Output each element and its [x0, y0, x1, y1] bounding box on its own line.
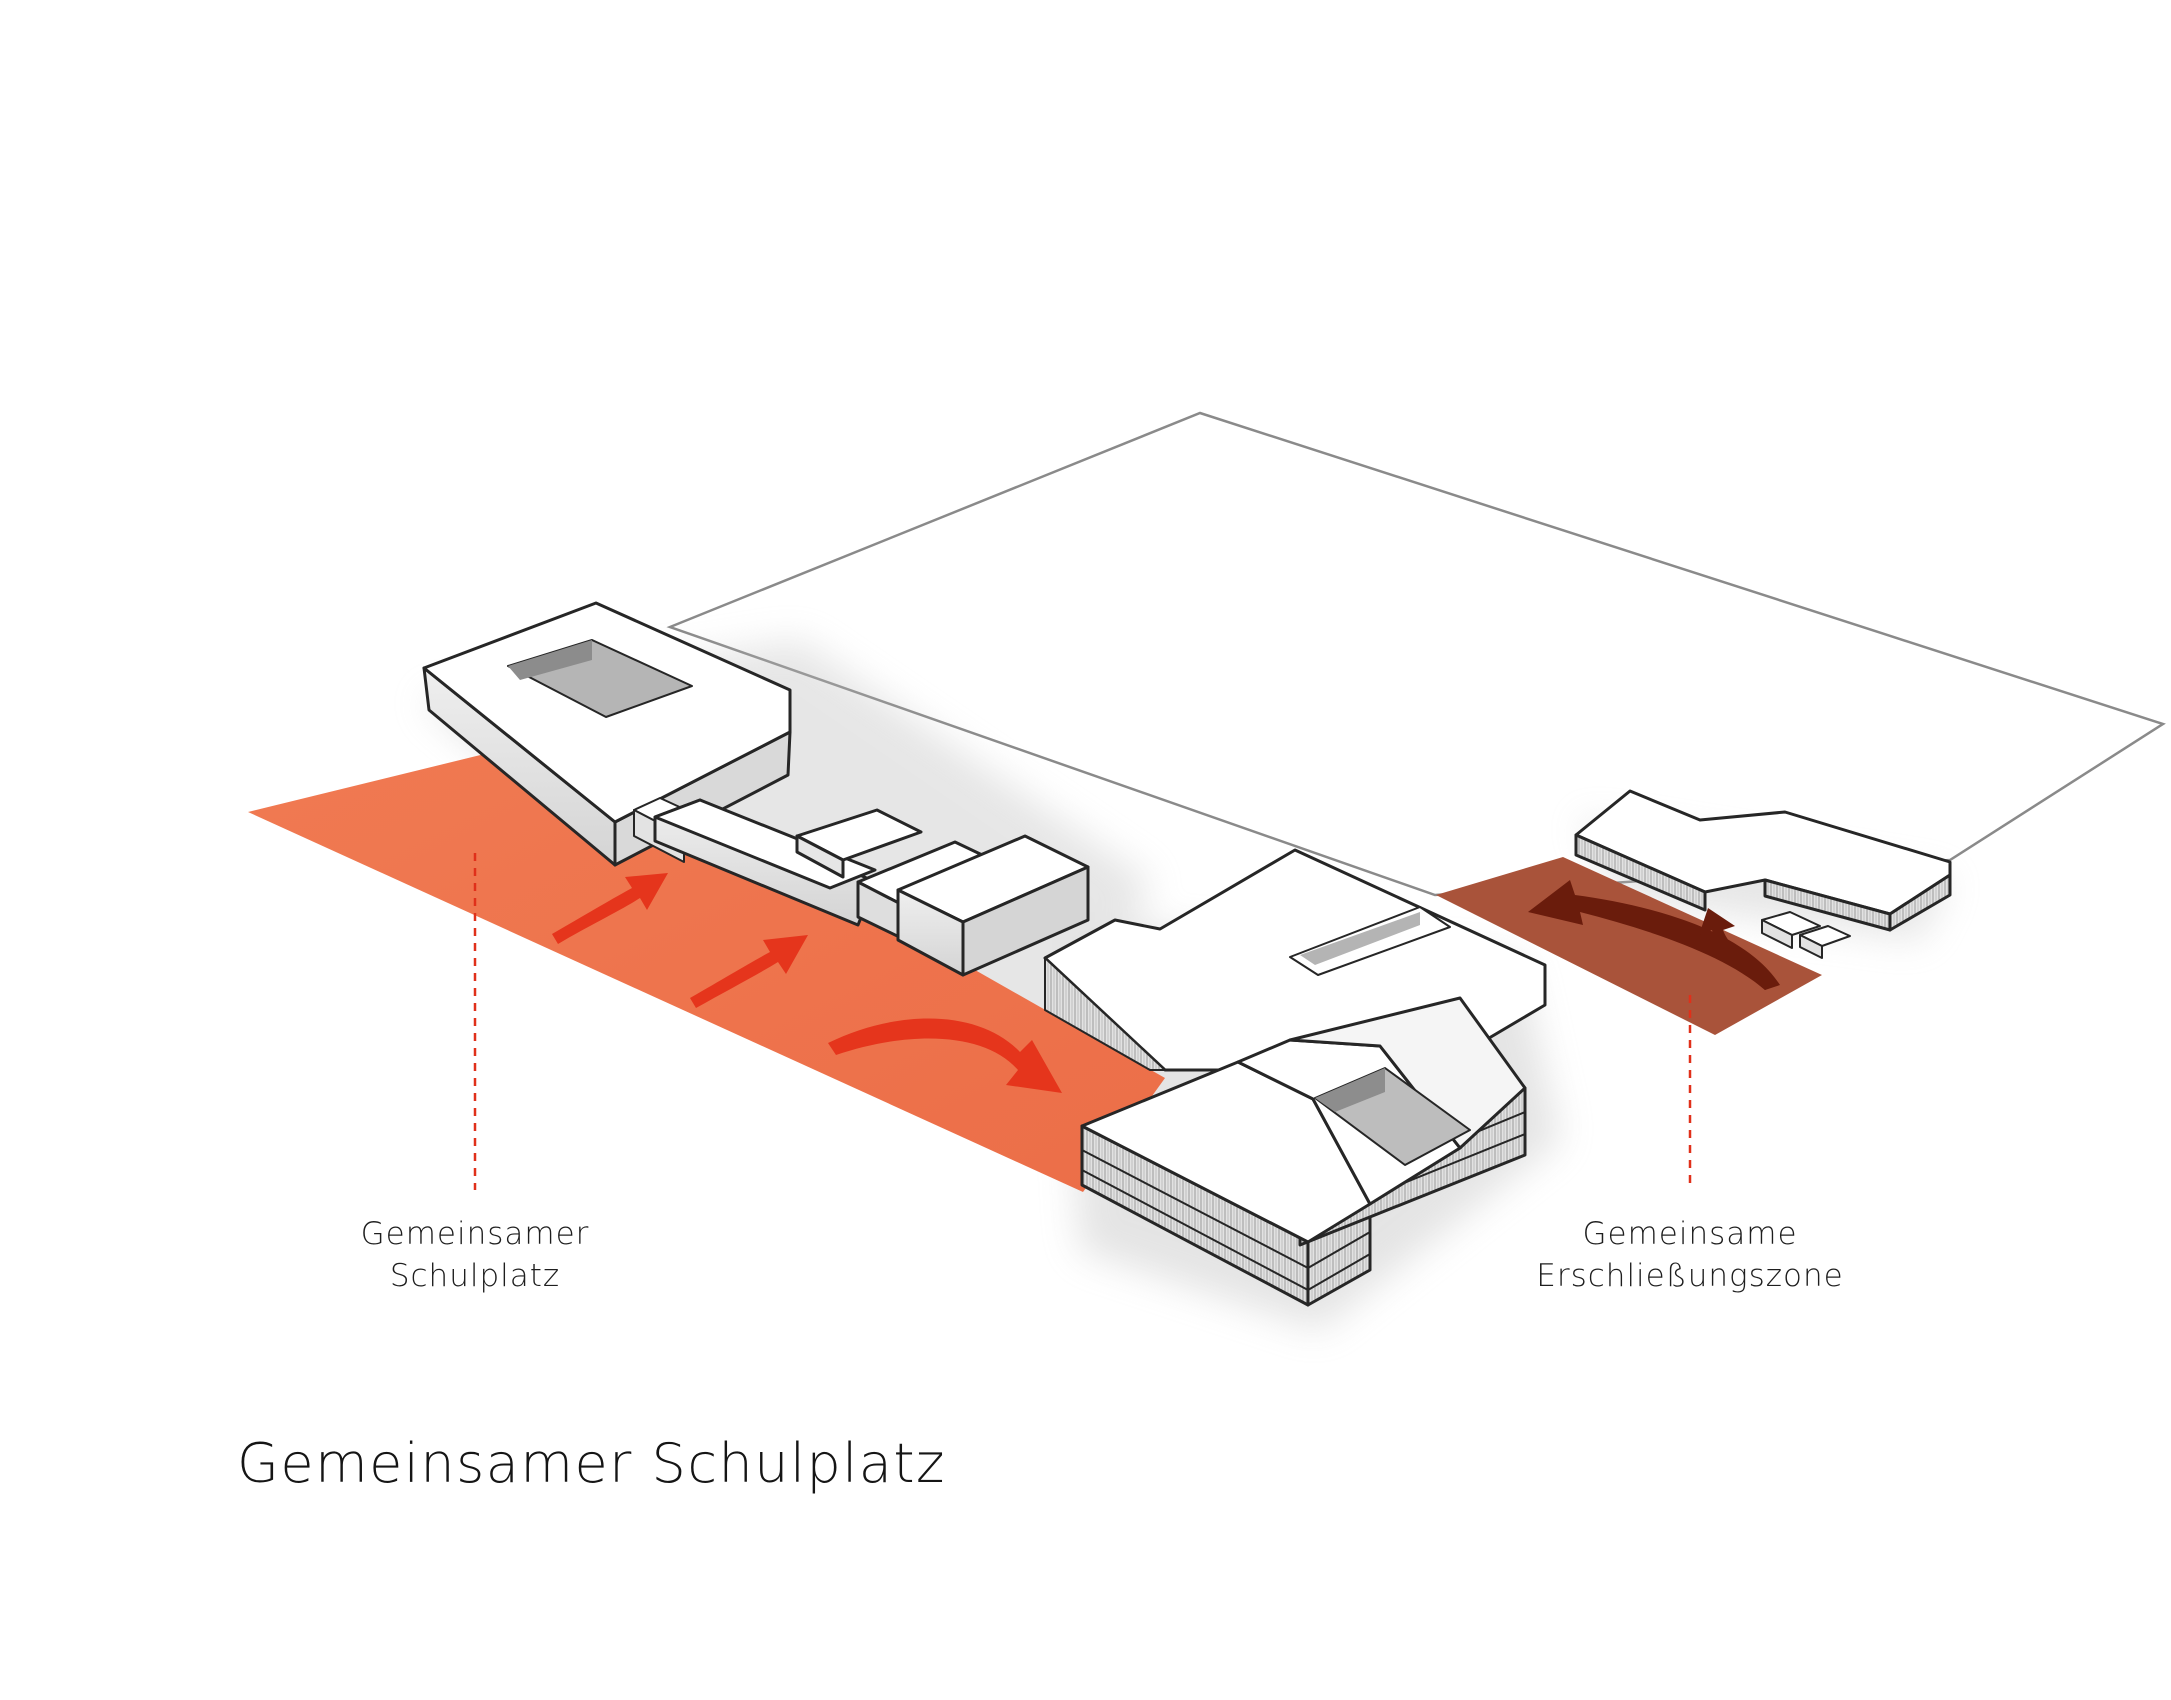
building-wing — [633, 797, 1090, 977]
arrow-erschliessung-curved — [1528, 880, 1780, 990]
label-schulplatz: Gemeinsamer Schulplatz — [340, 1213, 610, 1297]
label-erschliessungszone: Gemeinsame Erschließungszone — [1520, 1213, 1860, 1297]
arrow-schulplatz-2 — [690, 935, 808, 1008]
label-schulplatz-line-1: Gemeinsamer — [360, 1216, 590, 1252]
arrow-schulplatz-curved — [828, 1018, 1062, 1093]
diagram-title: Gemeinsamer Schulplatz — [237, 1432, 946, 1495]
label-schulplatz-line-2: Schulplatz — [389, 1258, 561, 1294]
label-erschliessungszone-line-1: Gemeinsame — [1582, 1216, 1798, 1252]
building-right-group — [1574, 789, 1952, 959]
label-erschliessungszone-line-2: Erschließungszone — [1536, 1258, 1844, 1294]
building-main — [1043, 848, 1547, 1307]
schulplatz-zone — [248, 735, 1165, 1192]
erschliessung-zone — [1436, 857, 1822, 1035]
arrow-schulplatz-1 — [552, 873, 668, 944]
